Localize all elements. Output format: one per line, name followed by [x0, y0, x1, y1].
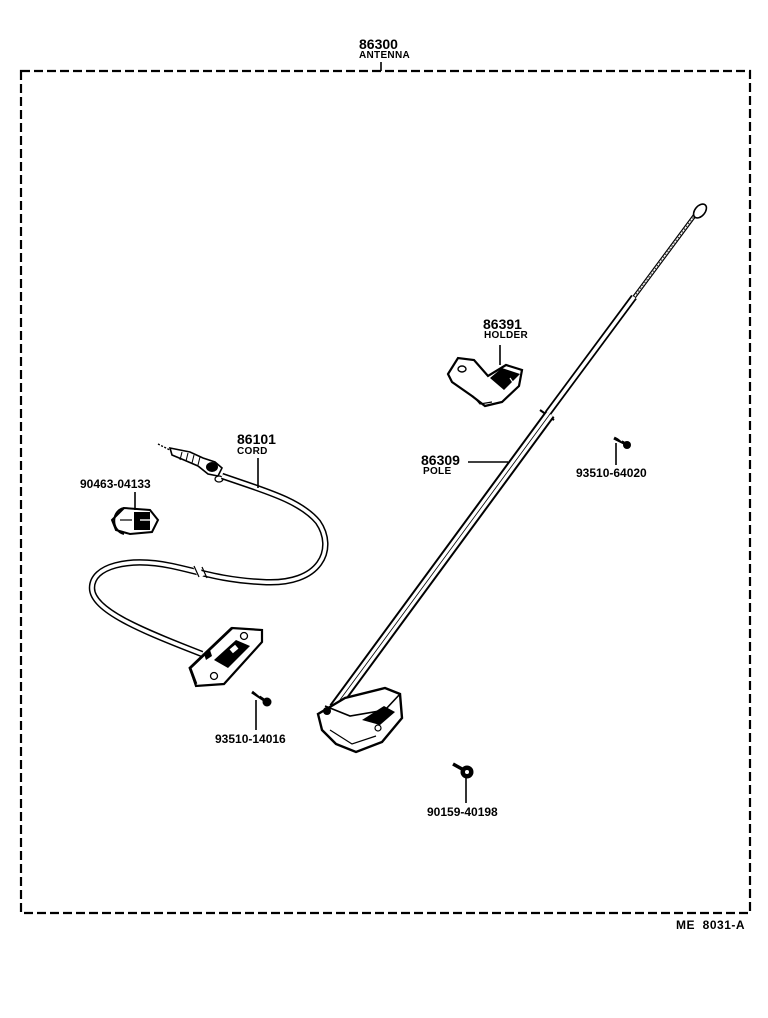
clamp-part-number: 90463-04133 — [80, 477, 151, 491]
cord-cable — [88, 472, 329, 658]
cord-number: 86101 — [237, 431, 276, 447]
cord-connector — [157, 443, 224, 483]
pole-number: 86309 — [421, 452, 460, 468]
screw-pole-icon — [613, 435, 631, 449]
cord-name: CORD — [237, 446, 268, 457]
screw-cord-icon — [251, 690, 272, 707]
cord-clamp — [110, 506, 160, 536]
assembly-name: ANTENNA — [359, 50, 410, 61]
screw-cord-part-number: 93510-14016 — [215, 732, 286, 746]
pole-name: POLE — [423, 466, 452, 477]
diagram-reference: ME 8031-A — [676, 918, 746, 932]
assembly-boundary — [19, 69, 752, 915]
antenna-pole — [329, 203, 708, 712]
cord-terminal-plate — [188, 626, 264, 688]
holder-bracket — [446, 356, 524, 408]
pole-base — [316, 686, 404, 754]
screw-base-icon — [452, 762, 474, 779]
screw-base-part-number: 90159-40198 — [427, 805, 498, 819]
screw-pole-part-number: 93510-64020 — [576, 466, 647, 480]
holder-name: HOLDER — [484, 330, 529, 341]
holder-number: 86391 — [483, 316, 522, 332]
assembly-number: 86300 — [359, 36, 398, 52]
